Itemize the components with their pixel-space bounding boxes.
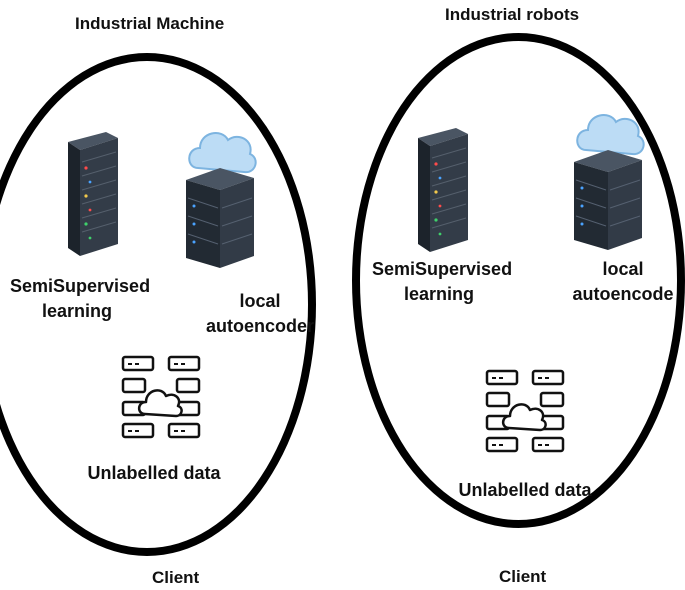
server-rack-icon: [418, 128, 468, 252]
semi-supervised-label: SemiSupervised learning: [372, 259, 513, 305]
client-label: Client: [499, 567, 547, 586]
unlabelled-data-label: Unlabelled data: [458, 480, 592, 500]
server-rack-icon: [68, 132, 118, 256]
unlabelled-data-label: Unlabelled data: [87, 463, 221, 483]
local-autoencoder-label: local autoencode: [572, 259, 674, 305]
cloud-server-icon: [574, 114, 645, 250]
cloud-data-icon: [121, 355, 201, 439]
local-autoencoder-label: local autoencoder: [205, 291, 315, 337]
cloud-data-icon: [485, 369, 565, 453]
cloud-server-icon: [186, 132, 257, 268]
client-boundary-circle: [352, 33, 685, 528]
client-title: Industrial robots: [445, 5, 580, 24]
client-title: Industrial Machine: [75, 14, 225, 33]
client-label: Client: [152, 568, 200, 587]
semi-supervised-label: SemiSupervised learning: [10, 276, 151, 322]
client-boundary-circle: [0, 53, 316, 556]
